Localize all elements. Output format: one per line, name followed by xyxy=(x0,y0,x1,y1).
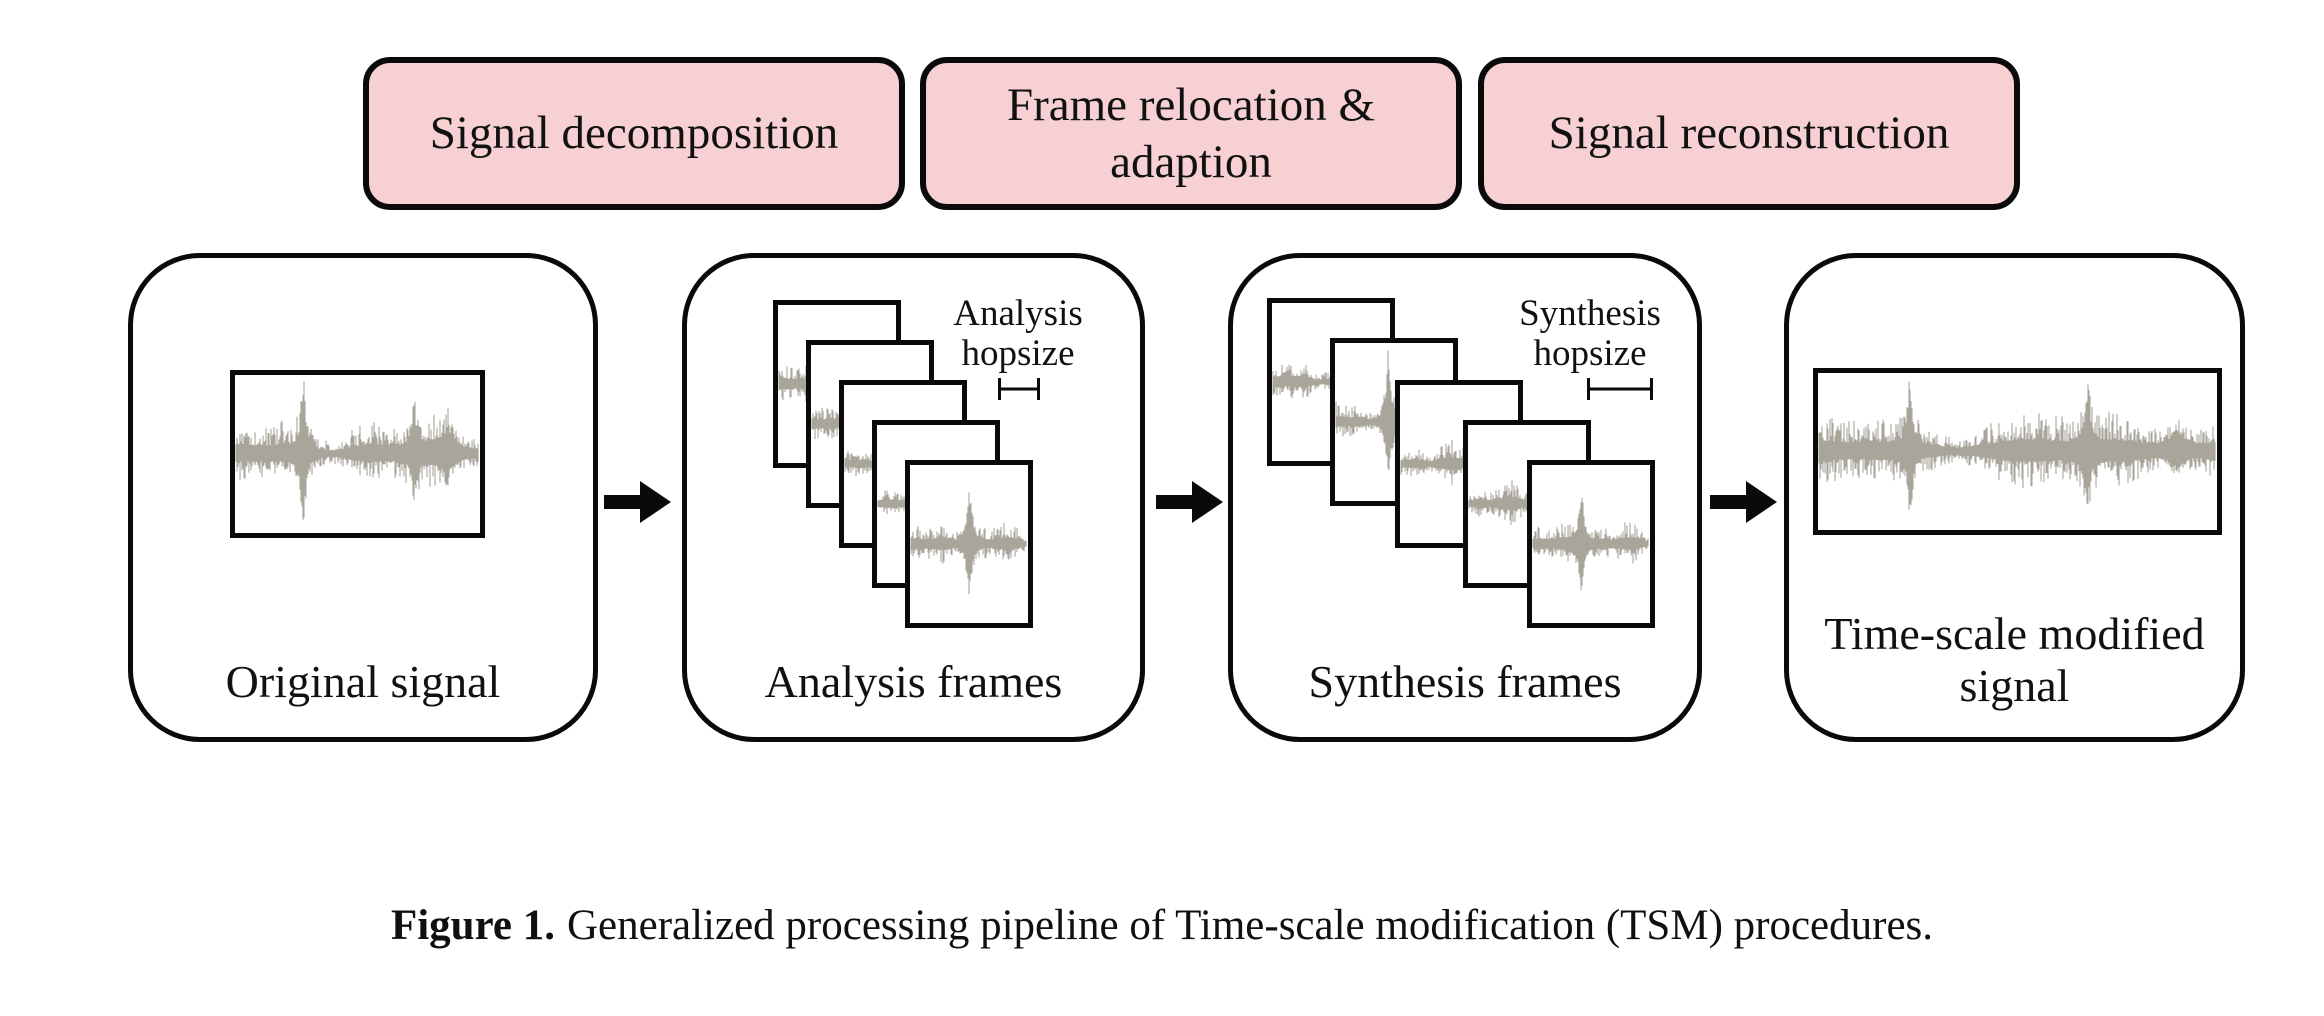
caption-figure-number: Figure 1. xyxy=(390,902,555,949)
caption-text: Generalized processing pipeline of Time-… xyxy=(566,902,1934,949)
step-label-line2: adaption xyxy=(1110,135,1272,188)
waveform-modified-icon xyxy=(1818,381,2216,510)
stage-label: Original signal xyxy=(225,656,501,707)
arrow-right-icon xyxy=(1156,481,1223,523)
analysis-hopsize-label: Analysis hopsize xyxy=(953,293,1083,374)
waveform-panel xyxy=(1813,368,2222,535)
stage-box-modified-signal: Time-scale modified signal xyxy=(1784,253,2245,742)
stage-label: Analysis frames xyxy=(764,656,1063,707)
synthesis-hopsize-label: Synthesis hopsize xyxy=(1519,293,1661,374)
waveform-original-icon xyxy=(235,381,479,520)
analysis-frame-5 xyxy=(905,460,1033,628)
step-label-line1: Frame relocation & xyxy=(1006,78,1376,131)
step-box-signal-reconstruction: Signal reconstruction xyxy=(1478,57,2020,210)
stage-label: Time-scale modified signal xyxy=(1824,608,2205,711)
arrow-right-icon xyxy=(604,481,671,523)
step-label: Signal decomposition xyxy=(429,107,839,159)
frame-waveform-icon xyxy=(1532,497,1649,591)
stage-label: Synthesis frames xyxy=(1308,656,1622,707)
figure-caption: Figure 1.Generalized processing pipeline… xyxy=(0,901,2324,951)
synthesis-hopsize-bracket-icon xyxy=(1587,378,1653,400)
analysis-hopsize-bracket-icon xyxy=(998,378,1040,400)
step-box-signal-decomposition: Signal decomposition xyxy=(363,57,905,210)
frame-waveform-icon xyxy=(910,492,1027,595)
stage-box-synthesis-frames: Synthesis hopsize Synthesis frames xyxy=(1228,253,1702,742)
step-label: Signal reconstruction xyxy=(1548,107,1950,159)
stage-box-analysis-frames: Analysis hopsize Analysis frames xyxy=(682,253,1145,742)
stage-box-original-signal: Original signal xyxy=(128,253,598,742)
step-box-frame-relocation: Frame relocation & adaption xyxy=(920,57,1462,210)
synthesis-frame-5 xyxy=(1527,460,1655,628)
waveform-panel xyxy=(230,370,485,538)
arrow-right-icon xyxy=(1710,481,1777,523)
